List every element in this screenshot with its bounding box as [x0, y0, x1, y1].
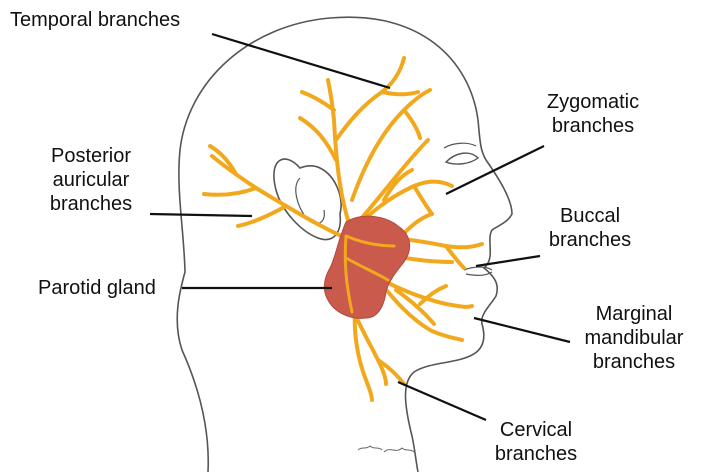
label-marginal-line-3: branches	[570, 350, 698, 374]
label-posterior-line-3: branches	[36, 192, 146, 216]
eye-outline	[446, 153, 478, 164]
label-marginal-line-1: Marginal	[570, 302, 698, 326]
ear-outline	[274, 159, 341, 240]
label-cervical-branches: Cervical branches	[486, 418, 586, 466]
eyebrow	[444, 143, 476, 148]
label-posterior-auricular-branches: Posterior auricular branches	[36, 144, 146, 216]
leader-cervical	[398, 382, 486, 420]
label-buccal-line-1: Buccal	[540, 204, 640, 228]
label-buccal-branches: Buccal branches	[540, 204, 640, 252]
label-zygomatic-line-2: branches	[538, 114, 648, 138]
artist-signature	[358, 446, 414, 452]
leader-posterior-auricular	[150, 214, 252, 216]
ear-inner	[296, 178, 324, 224]
label-buccal-line-2: branches	[540, 228, 640, 252]
leader-marginal-mandibular	[474, 318, 570, 342]
label-cervical-line-1: Cervical	[486, 418, 586, 442]
label-marginal-line-2: mandibular	[570, 326, 698, 350]
label-posterior-line-2: auricular	[36, 168, 146, 192]
label-zygomatic-branches: Zygomatic branches	[538, 90, 648, 138]
label-posterior-line-1: Posterior	[36, 144, 146, 168]
label-parotid-gland: Parotid gland	[38, 276, 156, 300]
leader-temporal	[212, 34, 390, 88]
label-marginal-mandibular-branches: Marginal mandibular branches	[570, 302, 698, 374]
label-zygomatic-line-1: Zygomatic	[538, 90, 648, 114]
leader-buccal	[476, 256, 540, 266]
label-temporal-branches: Temporal branches	[10, 8, 180, 32]
label-cervical-line-2: branches	[486, 442, 586, 466]
